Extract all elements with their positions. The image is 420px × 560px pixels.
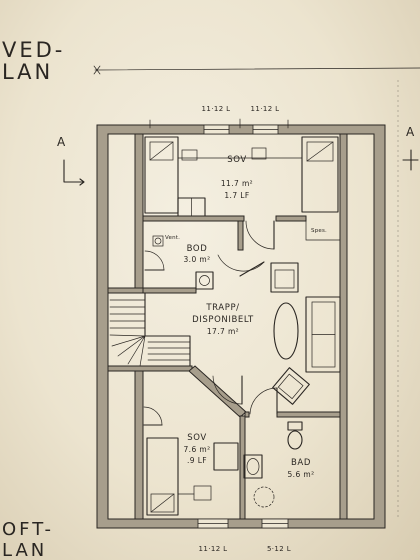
pillow: [149, 141, 174, 161]
sheet-title-bottom-line1: OFT-: [2, 519, 54, 540]
knee-wall-left-lower: [134, 370, 144, 520]
toilet-bowl: [287, 430, 303, 450]
wall-storage-bottom: [142, 287, 197, 294]
room-name-bathroom: BAD: [291, 458, 311, 468]
wall-bedroom-storage: [142, 215, 245, 222]
bed-lower: [146, 437, 179, 516]
nightstand: [251, 147, 267, 160]
toilet-tank: [287, 421, 303, 431]
armchair-seat: [274, 269, 295, 289]
room-name-stair-hall-line2: DISPONIBELT: [192, 315, 254, 325]
door-swing-bedroom-knee: [143, 406, 163, 426]
stair-stringer: [144, 292, 191, 367]
lounge-chair-frame: [272, 367, 310, 405]
lounge-chair-seat: [277, 373, 304, 400]
chimney-flue: [199, 275, 210, 286]
wall-bathroom-top: [276, 411, 341, 418]
vent-box: [152, 235, 164, 247]
window-label-bottom-right: 5·12 L: [267, 545, 291, 553]
stair-winders: [109, 334, 146, 367]
shower-drain-area: [253, 486, 275, 508]
section-marker-right: A: [406, 125, 415, 139]
room-area-bathroom: 5.6 m²: [287, 470, 314, 479]
sheet-title-bottom-line2: LAN: [2, 540, 47, 560]
door-swing-bedroom-lower: [212, 375, 243, 405]
wall-bedroom-hall: [275, 215, 307, 222]
window-label-top-right: 11·12 L: [251, 105, 280, 113]
wall-storage-right: [237, 220, 244, 251]
room-name-bedroom-lower: SOV: [187, 433, 207, 443]
pillow: [150, 493, 175, 513]
window-label-bottom-left: 11·12 L: [199, 545, 228, 553]
armchair: [270, 262, 299, 293]
vent-icon: [154, 237, 162, 245]
nightstand: [181, 149, 198, 161]
knee-wall-right: [339, 133, 348, 520]
lounge-chair: [272, 367, 310, 405]
door-swing-storage-knee: [144, 250, 165, 271]
room-area-stair-hall: 17.7 m²: [207, 327, 239, 336]
section-arrow-icon: [63, 159, 85, 186]
door-swing-storage: [217, 254, 265, 272]
oval-table: [273, 302, 299, 360]
wall-tick-marks-top: [149, 118, 289, 129]
room-name-storage: BOD: [187, 244, 208, 254]
wall-bathroom-top-left: [244, 411, 250, 418]
chair: [193, 485, 212, 501]
door-leaf-storage: [239, 261, 265, 277]
room-area-storage: 3.0 m²: [183, 255, 210, 264]
sofa: [305, 296, 341, 373]
sheet-title-top-line1: VED-: [2, 38, 65, 62]
wall-diagonal: [188, 365, 247, 418]
sink: [243, 454, 263, 479]
wall-bedroom-bathroom: [239, 415, 246, 520]
stair-treads-upper: [109, 299, 146, 329]
outer-wall: [96, 124, 386, 529]
room-area-bedroom-upper: 11.7 m²: [221, 179, 253, 188]
window-label-top-left: 11·12 L: [202, 105, 231, 113]
room-name-bedroom-upper: SOV: [227, 155, 247, 165]
door-swing-bedroom-upper: [245, 220, 275, 250]
door-swing-bathroom: [249, 387, 278, 415]
pillow-fold: [306, 141, 334, 162]
section-marker-left: A: [57, 135, 66, 149]
sheet-title-top-line2: LAN: [2, 60, 53, 84]
sink-basin: [246, 458, 260, 475]
wall-stair-top: [107, 287, 144, 294]
bed-upper-right: [301, 136, 339, 213]
desk: [213, 442, 239, 471]
sheet-guide-line: [94, 67, 420, 71]
pillow-fold: [150, 493, 175, 513]
section-cross-icon: [402, 149, 419, 171]
stair-treads-lower: [147, 341, 191, 361]
bed-upper-left: [144, 136, 179, 214]
guide-cross-mark: [93, 65, 101, 75]
annotation-pantry: Spes.: [311, 228, 327, 234]
pillow-fold: [149, 141, 174, 161]
room-note-bedroom-lower: .9 LF: [187, 456, 207, 465]
knee-wall-left-upper: [134, 133, 144, 293]
room-area-bedroom-lower: 7.6 m²: [183, 445, 210, 454]
pantry-cabinet: [305, 220, 341, 241]
room-note-bedroom-upper: 1.7 LF: [224, 191, 249, 200]
wall-under-stair: [107, 365, 193, 372]
chimney: [195, 271, 214, 290]
staircase: [109, 292, 191, 367]
pillow: [306, 141, 334, 162]
annotation-vent: Vent.: [165, 235, 180, 241]
room-name-stair-hall: TRAPP/: [205, 303, 239, 313]
